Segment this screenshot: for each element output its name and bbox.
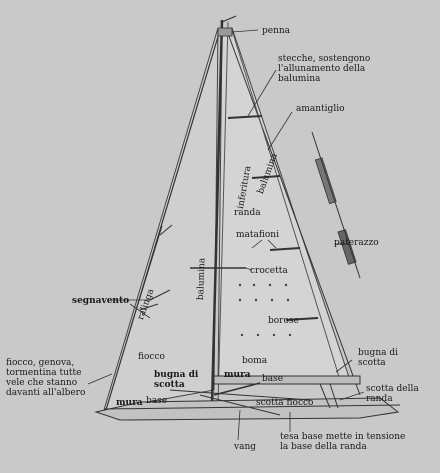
- vang-line: [213, 382, 261, 396]
- batten-2: [251, 175, 281, 179]
- bolt-rope-mark: [129, 225, 163, 331]
- label-stecche: stecche, sostengono l'allunamento della …: [278, 54, 371, 84]
- label-paterazzo: paterazzo: [334, 238, 379, 248]
- batten-4: [285, 317, 319, 321]
- label-scotta-randa: scotta della randa: [366, 384, 419, 404]
- label-matafioni: matafioni: [236, 230, 279, 240]
- backstay-adjuster-lower: [337, 229, 357, 265]
- leader-lines: [87, 29, 365, 441]
- deck-rail: [103, 404, 401, 410]
- jib-sheet-2: [199, 394, 281, 416]
- mainsail-leech: [231, 29, 341, 381]
- label-boma: boma: [242, 356, 268, 366]
- label-borose: borose: [268, 316, 299, 326]
- label-penna: penna: [262, 26, 291, 36]
- label-balumina-fiocco: balumina: [196, 257, 208, 301]
- batten-1: [227, 115, 263, 119]
- masthead-flag: [221, 15, 237, 23]
- label-bugna-scotta-fiocco: bugna di scotta: [154, 370, 199, 390]
- label-segnavento: segnavento: [72, 296, 130, 306]
- label-base-randa: base: [262, 374, 284, 384]
- label-bugna-scotta-randa: bugna di scotta: [358, 348, 398, 368]
- label-randa: randa: [234, 208, 261, 218]
- label-mura-fiocco: mura: [116, 398, 143, 408]
- batten-3: [269, 247, 301, 251]
- backstay: [225, 27, 361, 396]
- backstay-wire: [311, 131, 361, 279]
- main-sheet-2: [329, 383, 339, 409]
- jib-sheet: [169, 389, 311, 401]
- label-crocetta: crocetta: [250, 266, 288, 276]
- label-mura-randa: mura: [224, 370, 251, 380]
- label-fiocco-description: fiocco, genova, tormentina tutte vele ch…: [6, 358, 86, 398]
- backstay-adjuster-upper: [314, 157, 337, 205]
- mast: [210, 19, 224, 406]
- label-vang: vang: [234, 442, 257, 452]
- label-scotta-fiocco: scotta fiocco: [256, 398, 314, 408]
- telltales: [139, 224, 173, 311]
- deck: [94, 397, 400, 421]
- label-base-fiocco: base: [146, 396, 168, 406]
- label-tesa-base: tesa base mette in tensione la base dell…: [280, 432, 406, 452]
- mast-edge: [217, 21, 229, 406]
- label-fiocco: fiocco: [138, 352, 165, 362]
- boom: [213, 375, 361, 385]
- reef-points: [238, 283, 292, 337]
- main-sheet-1: [319, 383, 331, 409]
- label-amantiglio: amantiglio: [296, 104, 345, 114]
- masthead-box: [217, 27, 233, 37]
- forestay: [105, 29, 221, 411]
